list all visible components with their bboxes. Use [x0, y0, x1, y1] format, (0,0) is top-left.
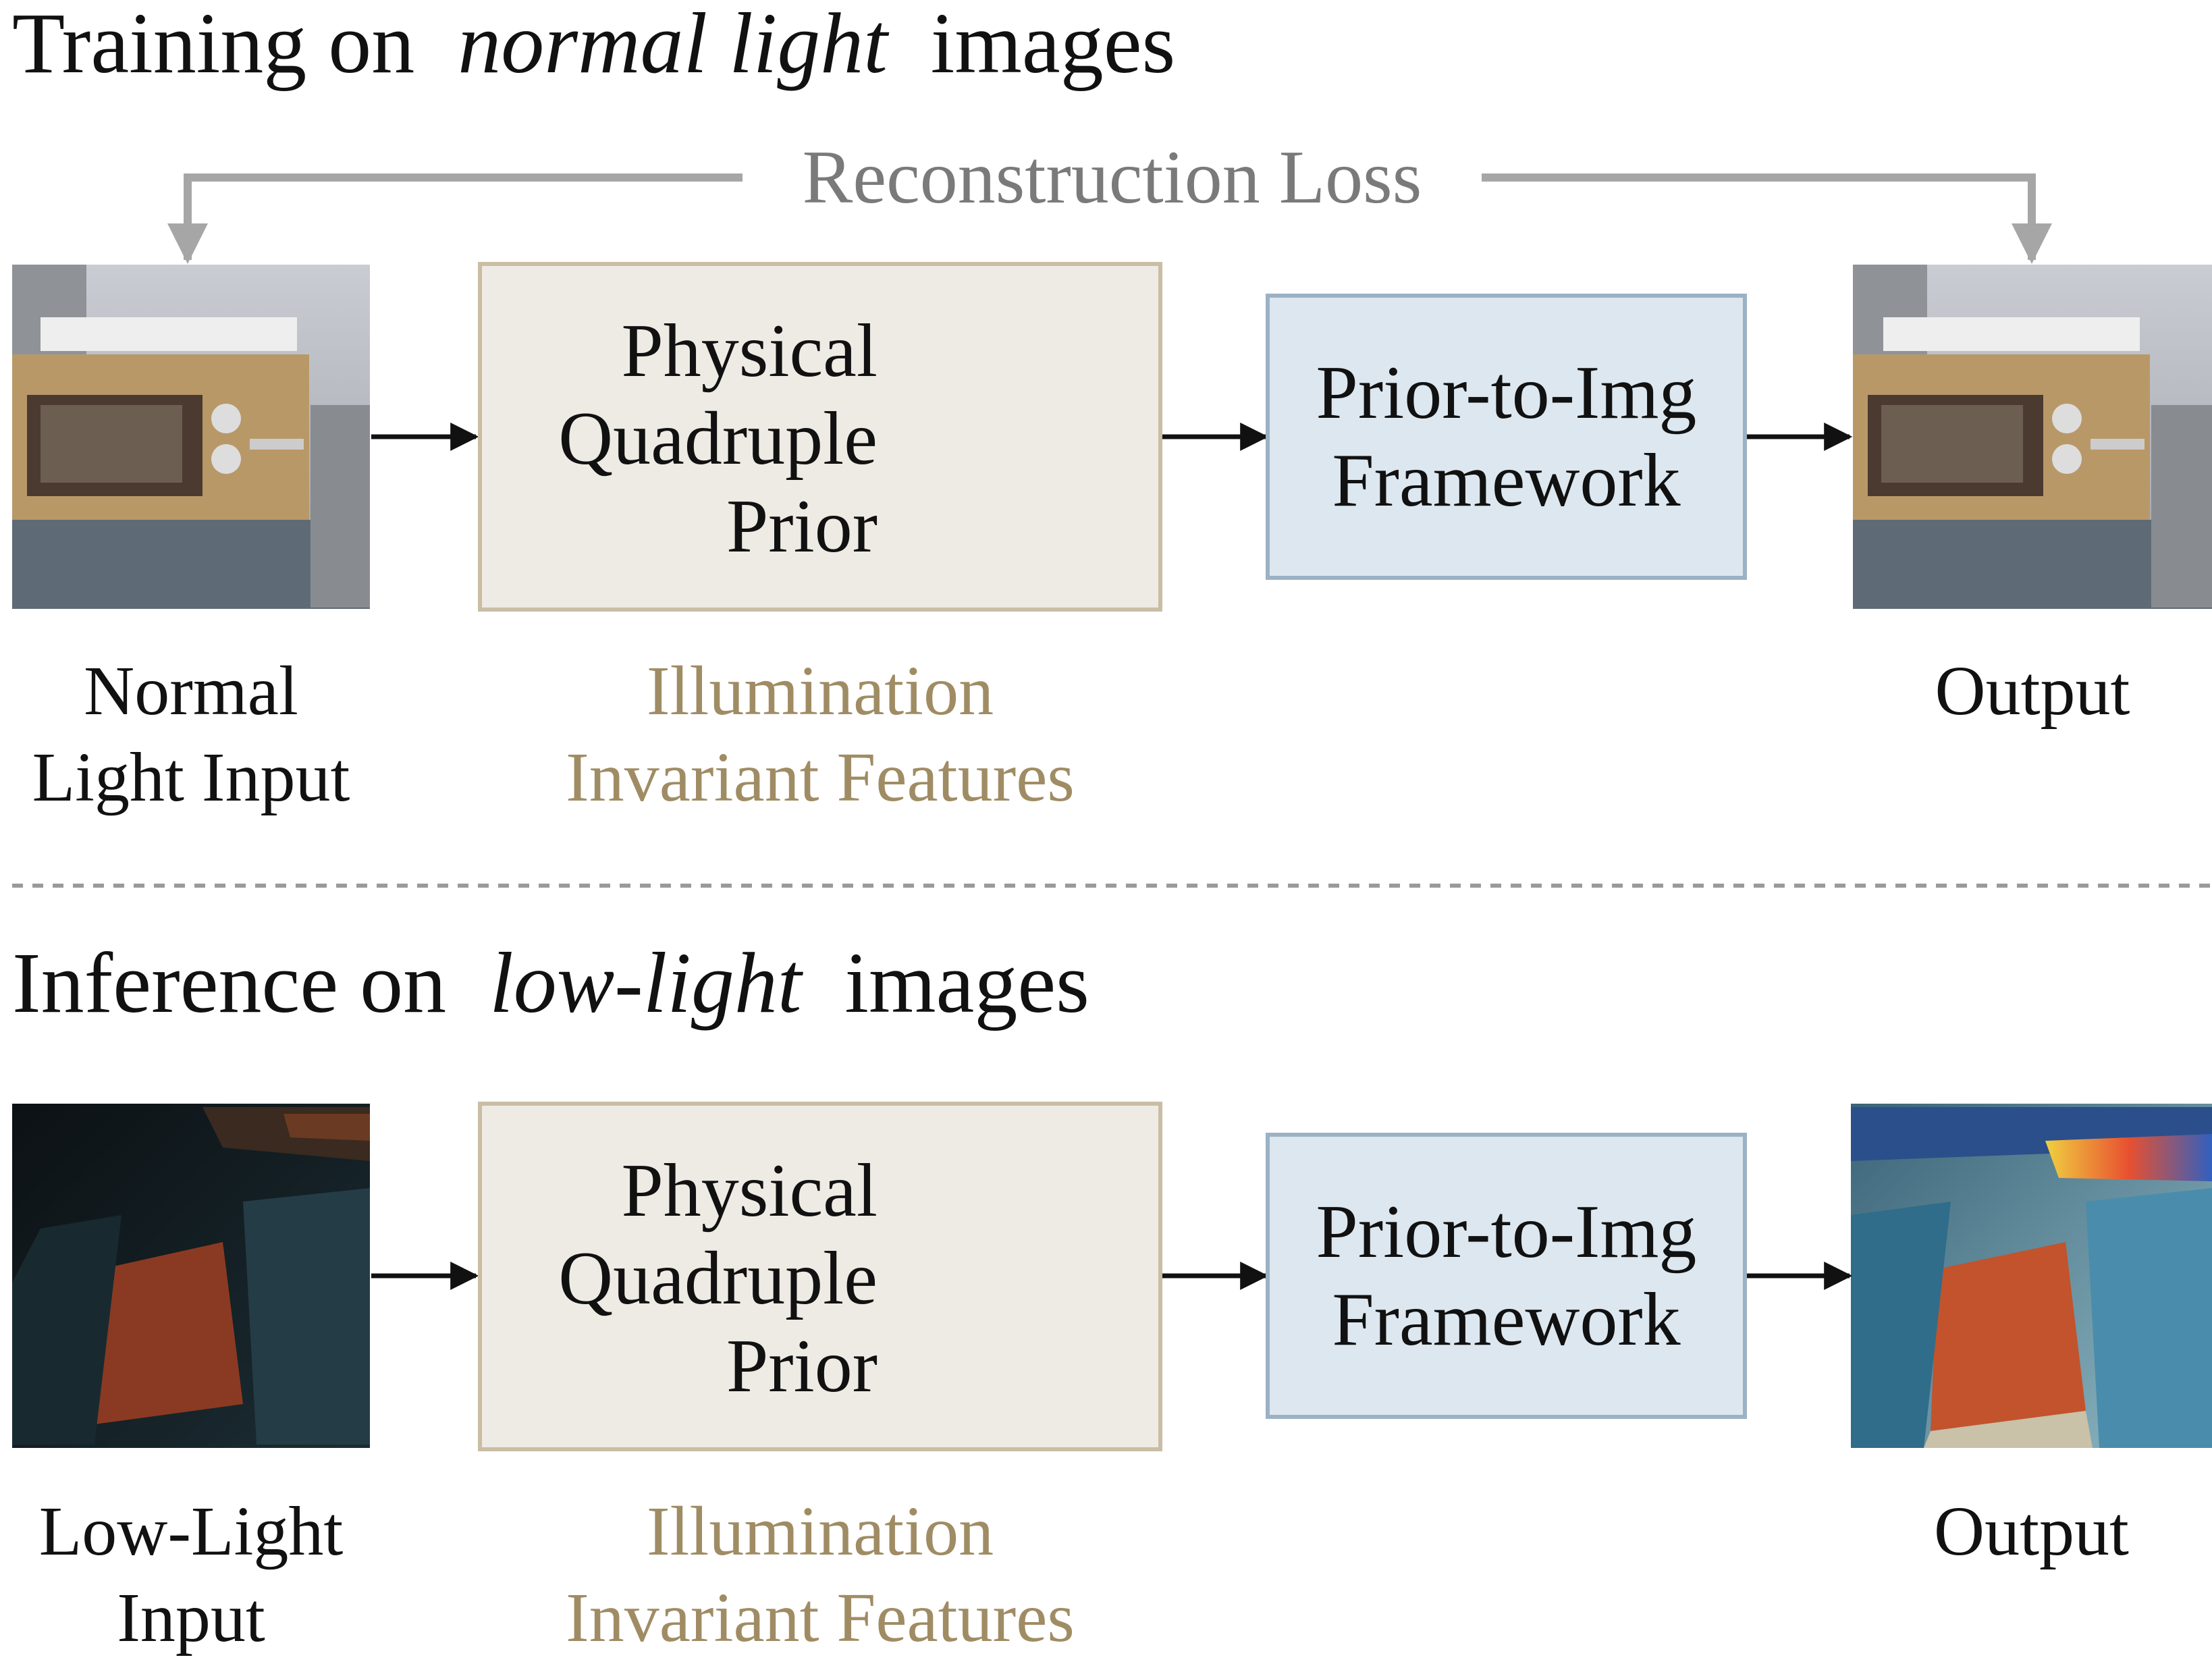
inference-output-caption: Output [1934, 1492, 2129, 1570]
training-output-image [1853, 265, 2212, 609]
training-prior-label-line: Prior [726, 485, 878, 568]
inference-framework-label-line: Prior-to-Img [1316, 1190, 1697, 1274]
training-prior-label-line: Quadruple [558, 397, 878, 481]
training-title-prefix: Training on [12, 0, 415, 91]
caption-line: Illumination [646, 1492, 994, 1570]
training-output-caption: Output [1935, 652, 2130, 730]
training-prior-label: Physical Quadruple Prior [478, 307, 878, 570]
inference-prior-label-line: Quadruple [558, 1237, 878, 1320]
training-framework-label-line: Framework [1332, 439, 1681, 522]
training-prior-box [478, 262, 1162, 612]
inference-title: Inference on low-light images [12, 940, 1089, 1026]
training-framework-label: Prior-to-Img Framework [1316, 349, 1697, 524]
caption-line: Invariant Features [566, 1579, 1075, 1657]
training-framework-label-line: Prior-to-Img [1316, 351, 1697, 435]
inference-prior-label: Physical Quadruple Prior [478, 1147, 878, 1410]
caption-line: Illumination [646, 652, 994, 730]
training-title: Training on normal light images [12, 0, 1175, 86]
training-title-suffix: images [930, 0, 1176, 91]
normal-light-input-caption: Normal Light Input [0, 648, 382, 821]
training-title-emphasis: normal light [458, 0, 888, 91]
inference-prior-label-line: Prior [726, 1324, 878, 1408]
caption-line: Light Input [32, 738, 350, 816]
inference-prior-label-line: Physical [621, 1149, 878, 1233]
training-features-caption: Illumination Invariant Features [466, 648, 1175, 821]
low-light-input-image [12, 1104, 370, 1448]
inference-title-prefix: Inference on [12, 935, 447, 1031]
caption-line: Input [117, 1579, 265, 1657]
training-framework-box: Prior-to-Img Framework [1266, 294, 1747, 580]
normal-light-input-image [12, 265, 370, 609]
inference-framework-box: Prior-to-Img Framework [1266, 1133, 1747, 1419]
inference-framework-label-line: Framework [1332, 1278, 1681, 1362]
inference-features-caption: Illumination Invariant Features [466, 1488, 1175, 1661]
training-prior-label-line: Physical [621, 309, 878, 393]
inference-framework-label: Prior-to-Img Framework [1316, 1188, 1697, 1364]
reconstruction-loss-label: Reconstruction Loss [802, 136, 1422, 219]
caption-line: Normal [84, 652, 298, 730]
inference-title-emphasis: low-light [489, 935, 802, 1031]
caption-line: Invariant Features [566, 738, 1075, 816]
reconstruction-loss-arrow [167, 173, 2052, 264]
inference-output-image [1851, 1104, 2212, 1448]
caption-line: Low-Light [38, 1492, 344, 1570]
low-light-input-caption: Low-Light Input [0, 1488, 382, 1661]
inference-title-suffix: images [844, 935, 1089, 1031]
inference-prior-box [478, 1102, 1162, 1451]
